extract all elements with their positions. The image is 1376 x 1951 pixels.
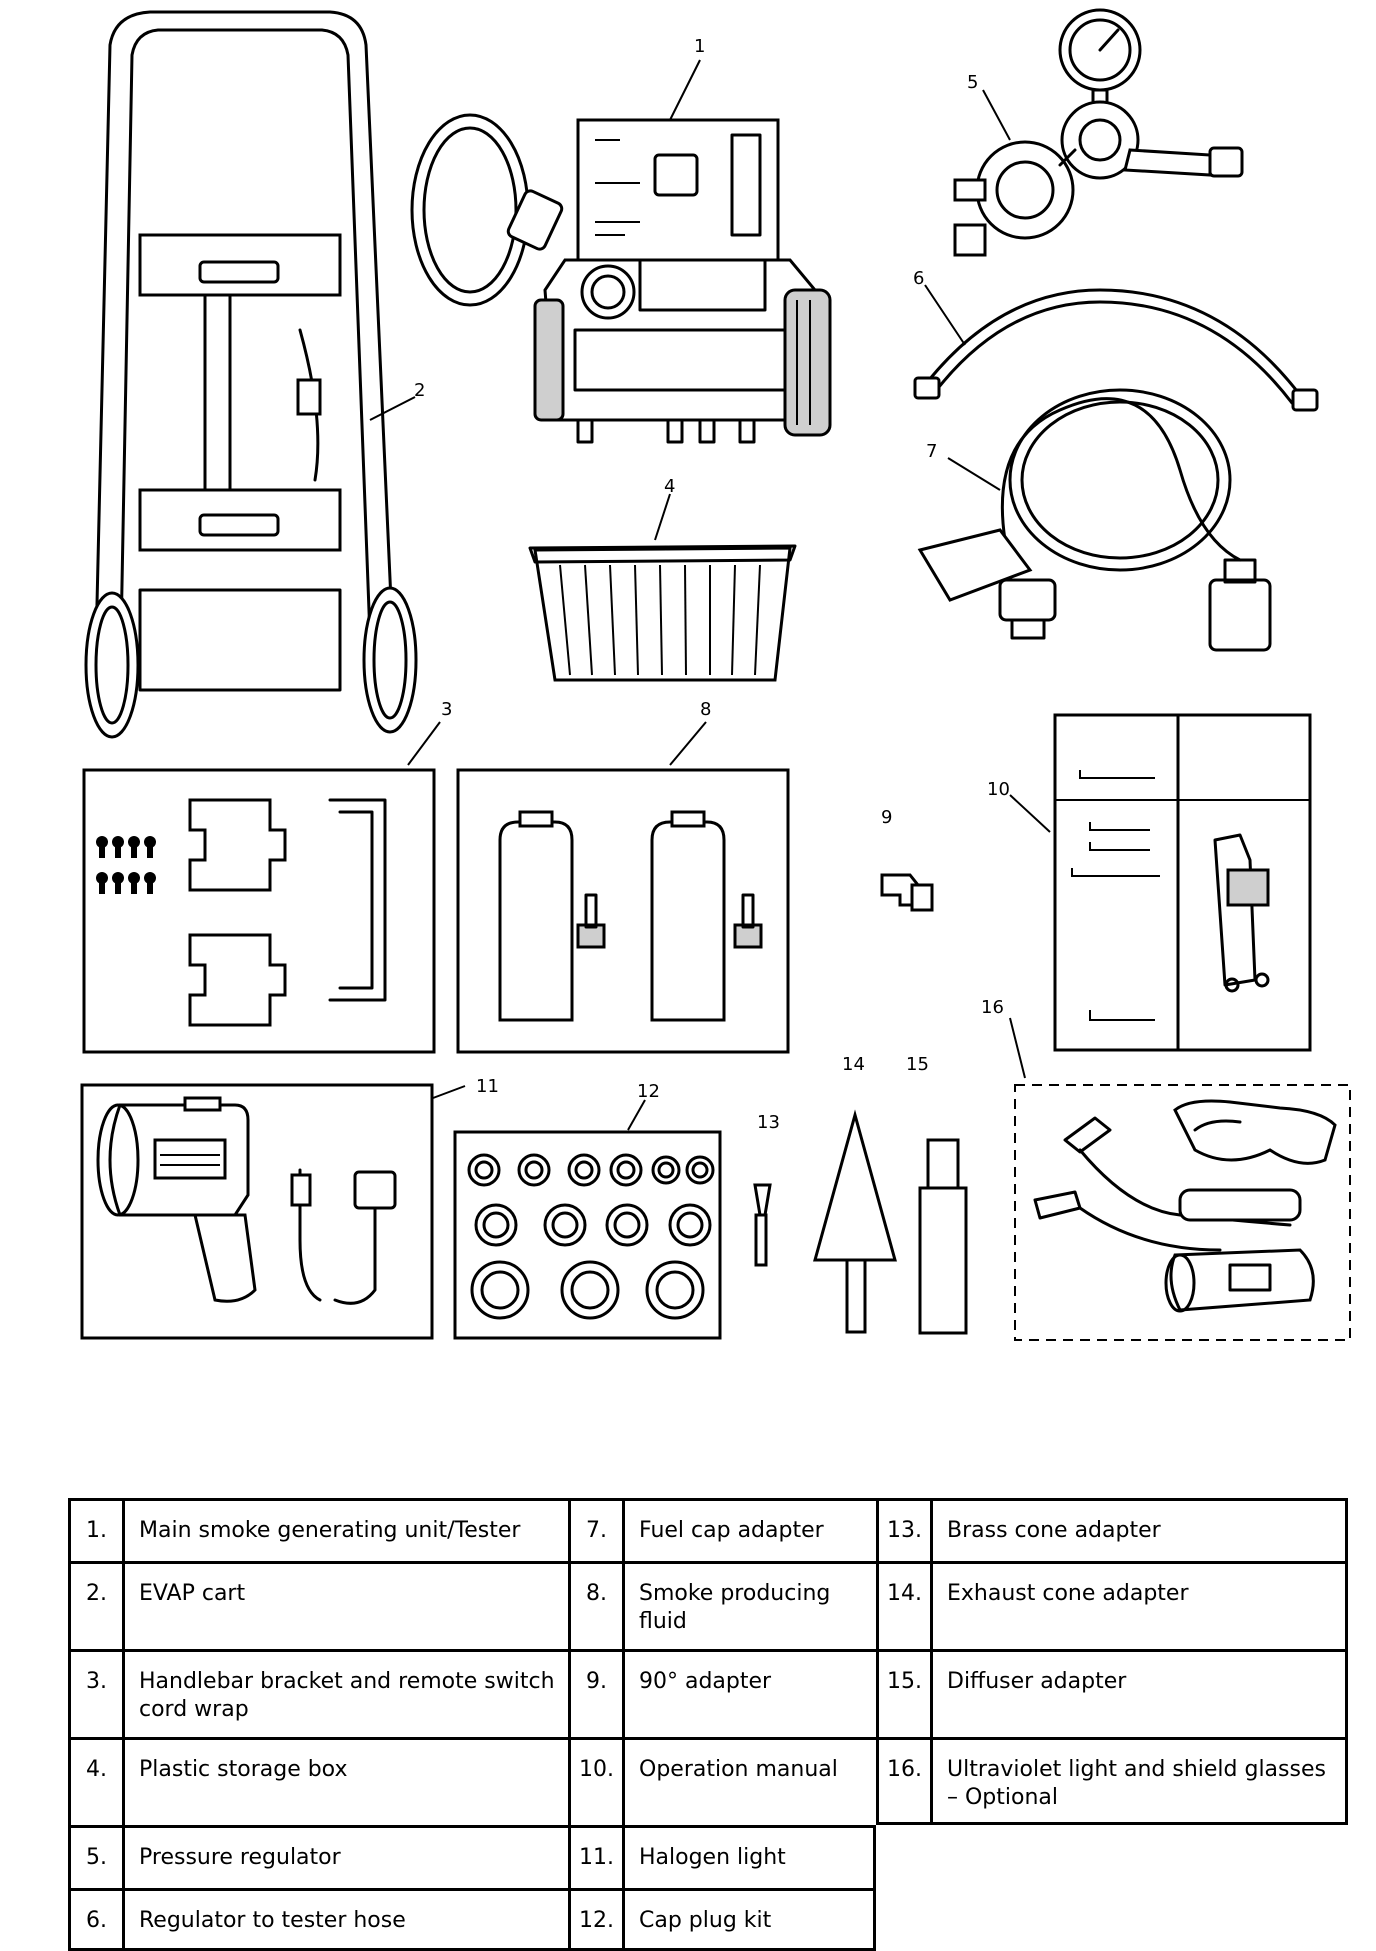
legend-text: Smoke producing fluid: [622, 1561, 876, 1649]
legend-empty-cell: [876, 1888, 1348, 1951]
callout-1: 1: [694, 36, 705, 57]
legend-num: 10.: [568, 1737, 622, 1825]
fuel-cap-adapter-illustration: [920, 390, 1270, 650]
brass-cone-adapter-illustration: [755, 1185, 770, 1265]
exhaust-cone-adapter-illustration: [815, 1115, 895, 1332]
diffuser-adapter-illustration: [920, 1140, 966, 1333]
legend-text: Handlebar bracket and remote switch cord…: [122, 1649, 568, 1737]
legend-text: Plastic storage box: [122, 1737, 568, 1825]
regulator-hose-illustration: [915, 290, 1317, 410]
legend-text: Main smoke generating unit/Tester: [122, 1498, 568, 1561]
handlebar-bracket-box-illustration: [84, 770, 434, 1052]
main-smoke-unit-illustration: [412, 115, 830, 442]
legend-text: Exhaust cone adapter: [930, 1561, 1348, 1649]
callout-16: 16: [981, 997, 1004, 1018]
legend-text: Regulator to tester hose: [122, 1888, 568, 1951]
callout-3: 3: [441, 699, 452, 720]
legend-num: 5.: [68, 1825, 122, 1888]
legend-text: EVAP cart: [122, 1561, 568, 1649]
parts-legend-table: 1. Main smoke generating unit/Tester 7. …: [68, 1498, 1348, 1951]
legend-text: Halogen light: [622, 1825, 876, 1888]
uv-light-kit-illustration: [1015, 1085, 1350, 1340]
halogen-light-box-illustration: [82, 1085, 432, 1338]
legend-num: 6.: [68, 1888, 122, 1951]
callout-7: 7: [926, 441, 937, 462]
legend-text: Operation manual: [622, 1737, 876, 1825]
pressure-regulator-illustration: [955, 10, 1242, 255]
storage-box-illustration: [530, 546, 795, 680]
callout-13: 13: [757, 1112, 780, 1133]
callout-8: 8: [700, 699, 711, 720]
callout-10: 10: [987, 779, 1010, 800]
legend-num: 14.: [876, 1561, 930, 1649]
legend-text: Ultraviolet light and shield glasses – O…: [930, 1737, 1348, 1825]
legend-num: 13.: [876, 1498, 930, 1561]
callout-9: 9: [881, 807, 892, 828]
legend-text: Pressure regulator: [122, 1825, 568, 1888]
ninety-degree-adapter-illustration: [882, 875, 932, 910]
legend-num: 16.: [876, 1737, 930, 1825]
legend-num: 1.: [68, 1498, 122, 1561]
operation-manual-illustration: [1055, 715, 1310, 1050]
callout-12: 12: [637, 1081, 660, 1102]
legend-num: 4.: [68, 1737, 122, 1825]
callout-4: 4: [664, 476, 675, 497]
callout-5: 5: [967, 72, 978, 93]
legend-num: 12.: [568, 1888, 622, 1951]
legend-num: 7.: [568, 1498, 622, 1561]
legend-text: Brass cone adapter: [930, 1498, 1348, 1561]
legend-num: 2.: [68, 1561, 122, 1649]
callout-15: 15: [906, 1054, 929, 1075]
legend-num: 3.: [68, 1649, 122, 1737]
legend-num: 15.: [876, 1649, 930, 1737]
evap-cart-illustration: [86, 12, 416, 737]
legend-text: Fuel cap adapter: [622, 1498, 876, 1561]
smoke-fluid-box-illustration: [458, 770, 788, 1052]
callout-6: 6: [913, 268, 924, 289]
callout-14: 14: [842, 1054, 865, 1075]
legend-num: 9.: [568, 1649, 622, 1737]
legend-empty-cell: [876, 1825, 1348, 1888]
legend-num: 8.: [568, 1561, 622, 1649]
parts-diagram: 1 2 3 4 5 6 7 8 9 10 11 12 13 14 15 16: [0, 0, 1376, 1380]
cap-plug-kit-illustration: [455, 1132, 720, 1338]
legend-num: 11.: [568, 1825, 622, 1888]
callout-11: 11: [476, 1076, 499, 1097]
legend-text: 90° adapter: [622, 1649, 876, 1737]
callout-2: 2: [414, 380, 425, 401]
legend-text: Diffuser adapter: [930, 1649, 1348, 1737]
legend-text: Cap plug kit: [622, 1888, 876, 1951]
